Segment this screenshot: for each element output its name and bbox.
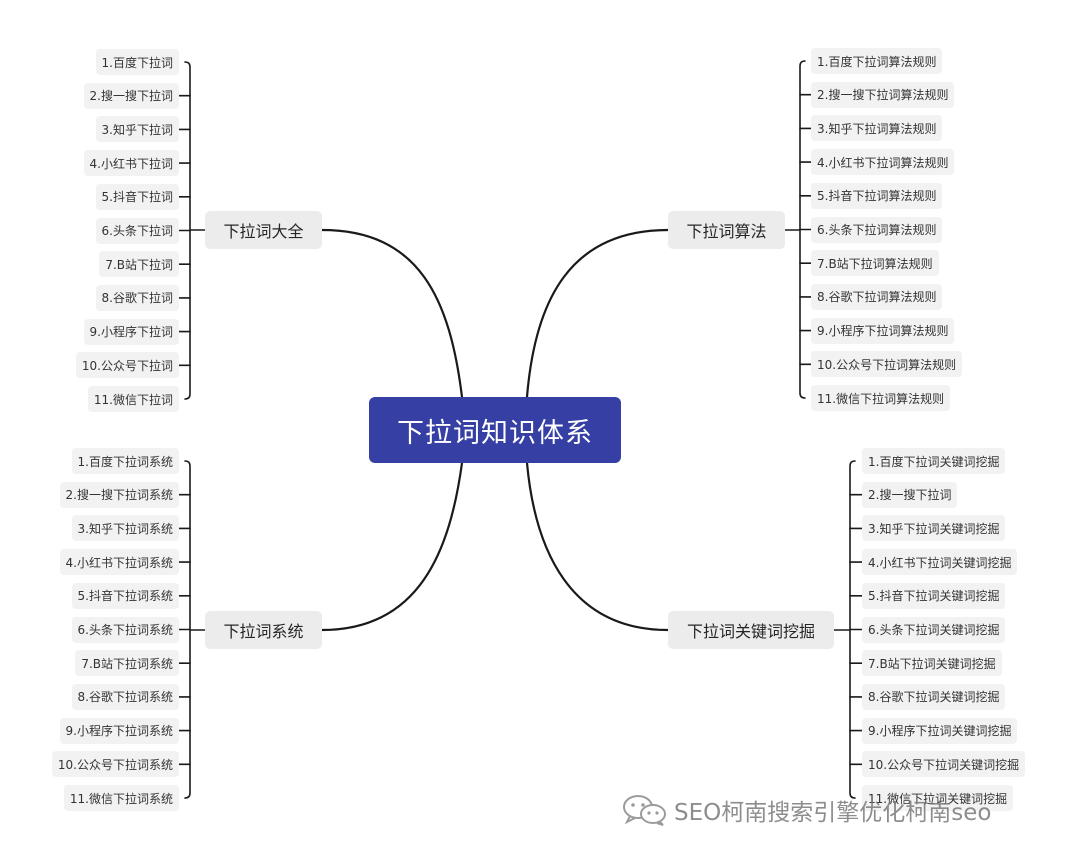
leaf-node[interactable]: 2.搜一搜下拉词算法规则 [811, 81, 955, 108]
leaf-node[interactable]: 1.百度下拉词系统 [71, 448, 179, 474]
leaf-node[interactable]: 2.搜一搜下拉词 [862, 481, 958, 508]
leaf-node[interactable]: 3.知乎下拉词关键词挖掘 [862, 515, 1006, 542]
leaf-node[interactable]: 4.小红书下拉词 [83, 150, 179, 177]
connector-line [799, 60, 806, 399]
leaf-node[interactable]: 7.B站下拉词关键词挖掘 [862, 650, 1002, 677]
leaf-node[interactable]: 10.公众号下拉词 [75, 352, 179, 379]
leaf-node[interactable]: 11.微信下拉词算法规则 [811, 385, 951, 411]
leaf-node[interactable]: 6.头条下拉词关键词挖掘 [862, 616, 1006, 643]
leaf-node[interactable]: 8.谷歌下拉词关键词挖掘 [862, 683, 1006, 710]
leaf-node[interactable]: 2.搜一搜下拉词系统 [59, 481, 179, 508]
leaf-node[interactable]: 4.小红书下拉词关键词挖掘 [862, 549, 1018, 576]
leaf-node[interactable]: 6.头条下拉词算法规则 [811, 216, 943, 243]
watermark: SEO柯南搜索引擎优化柯南seo [622, 790, 991, 830]
leaf-node[interactable]: 9.小程序下拉词系统 [59, 717, 179, 744]
wechat-icon [623, 795, 666, 826]
leaf-node[interactable]: 6.头条下拉词 [95, 217, 179, 244]
leaf-node[interactable]: 9.小程序下拉词算法规则 [811, 317, 955, 344]
connector-line [525, 461, 670, 632]
center-topic[interactable]: 下拉词知识体系 [369, 397, 621, 463]
leaf-node[interactable]: 1.百度下拉词 [95, 49, 179, 75]
watermark-text: SEO柯南搜索引擎优化柯南seo [674, 800, 992, 826]
connector-line [184, 460, 191, 799]
leaf-node[interactable]: 3.知乎下拉词 [95, 116, 179, 143]
leaf-node[interactable]: 11.微信下拉词系统 [63, 785, 179, 811]
leaf-node[interactable]: 11.微信下拉词 [87, 386, 179, 412]
leaf-node[interactable]: 6.头条下拉词系统 [71, 616, 179, 643]
leaf-node[interactable]: 3.知乎下拉词系统 [71, 515, 179, 542]
leaf-node[interactable]: 5.抖音下拉词 [95, 183, 179, 210]
leaf-node[interactable]: 8.谷歌下拉词算法规则 [811, 283, 943, 310]
leaf-node[interactable]: 7.B站下拉词 [99, 251, 179, 278]
branch-xialaci-guanjianci-wajue[interactable]: 下拉词关键词挖掘 [668, 611, 834, 649]
leaf-node[interactable]: 3.知乎下拉词算法规则 [811, 115, 943, 142]
leaf-node[interactable]: 10.公众号下拉词系统 [51, 751, 179, 778]
leaf-node[interactable]: 8.谷歌下拉词系统 [71, 683, 179, 710]
connector-line [184, 61, 191, 400]
connector-line [525, 228, 670, 399]
leaf-node[interactable]: 7.B站下拉词系统 [75, 650, 179, 677]
leaf-node[interactable]: 11.微信下拉词关键词挖掘 [862, 785, 1014, 811]
leaf-node[interactable]: 1.百度下拉词算法规则 [811, 48, 943, 74]
leaf-node[interactable]: 2.搜一搜下拉词 [83, 82, 179, 109]
connector-line [849, 460, 856, 799]
branch-xialaci-daquan[interactable]: 下拉词大全 [205, 211, 322, 249]
leaf-node[interactable]: 1.百度下拉词关键词挖掘 [862, 448, 1006, 474]
leaf-node[interactable]: 5.抖音下拉词关键词挖掘 [862, 582, 1006, 609]
leaf-node[interactable]: 9.小程序下拉词 [83, 318, 179, 345]
branch-xialaci-suanfa[interactable]: 下拉词算法 [668, 211, 785, 249]
leaf-node[interactable]: 4.小红书下拉词算法规则 [811, 149, 955, 176]
leaf-node[interactable]: 9.小程序下拉词关键词挖掘 [862, 717, 1018, 744]
leaf-node[interactable]: 5.抖音下拉词系统 [71, 582, 179, 609]
leaf-node[interactable]: 7.B站下拉词算法规则 [811, 250, 939, 277]
leaf-node[interactable]: 5.抖音下拉词算法规则 [811, 182, 943, 209]
leaf-node[interactable]: 10.公众号下拉词关键词挖掘 [862, 751, 1026, 778]
leaf-node[interactable]: 10.公众号下拉词算法规则 [811, 351, 963, 378]
leaf-node[interactable]: 4.小红书下拉词系统 [59, 549, 179, 576]
branch-xialaci-xitong[interactable]: 下拉词系统 [205, 611, 322, 649]
connector-line [320, 228, 464, 399]
leaf-node[interactable]: 8.谷歌下拉词 [95, 284, 179, 311]
connector-line [320, 461, 464, 632]
